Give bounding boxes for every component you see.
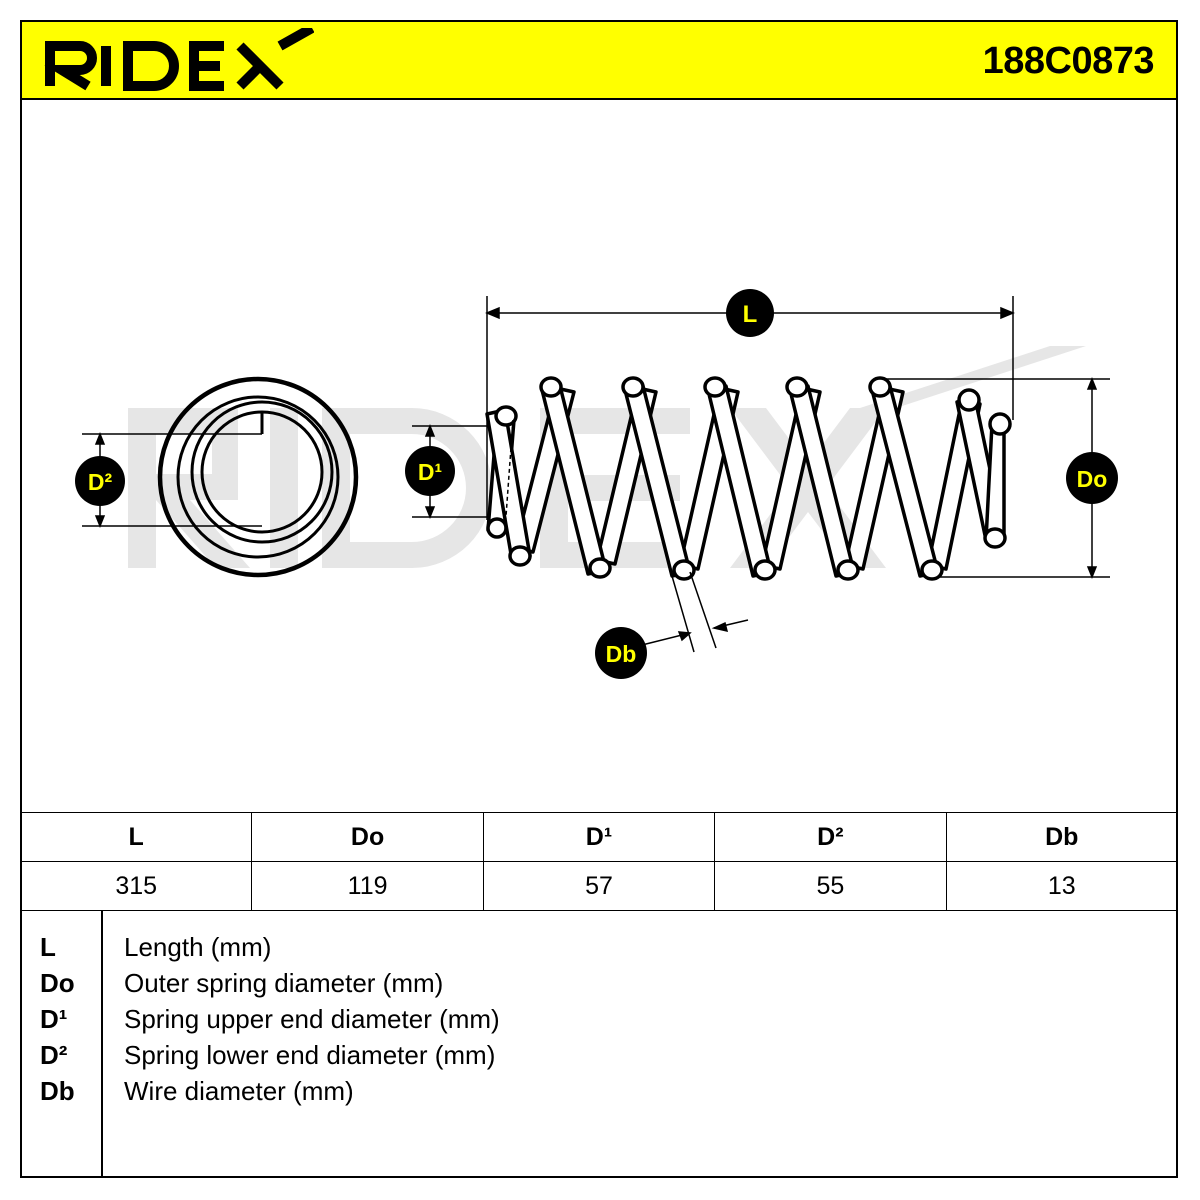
legend-symbol: D² <box>40 1040 68 1070</box>
ridex-logo <box>44 28 314 91</box>
legend-description: Spring upper end diameter (mm) <box>124 1004 500 1034</box>
svg-text:Do: Do <box>1077 466 1108 492</box>
legend-description: Spring lower end diameter (mm) <box>124 1040 496 1070</box>
legend-description: Wire diameter (mm) <box>124 1076 354 1106</box>
spec-table: L Do D¹ D² Db 315 119 57 55 13 <box>19 812 1179 911</box>
svg-text:L: L <box>743 301 758 328</box>
spec-header-row: L Do D¹ D² Db <box>19 812 1179 862</box>
legend: L Length (mm) Do Outer spring diameter (… <box>20 910 1178 1178</box>
part-number: 188C0873 <box>982 40 1155 82</box>
legend-description: Outer spring diameter (mm) <box>124 968 444 998</box>
badge-do: Do <box>1066 452 1118 504</box>
svg-text:D²: D² <box>88 469 113 495</box>
badge-d1: D¹ <box>405 446 455 496</box>
hidden-line <box>504 419 514 531</box>
spec-value-row: 315 119 57 55 13 <box>19 861 1179 911</box>
legend-symbol: Do <box>40 968 75 998</box>
badge-db: Db <box>595 627 647 679</box>
spec-header-cell: D¹ <box>482 812 716 862</box>
legend-symbol: D¹ <box>40 1004 68 1034</box>
db-dimension <box>637 571 749 653</box>
end-view <box>157 376 359 578</box>
header-bar: 188C0873 <box>20 20 1178 100</box>
spec-header-cell: L <box>19 812 253 862</box>
legend-divider <box>101 911 103 1178</box>
d2-dimension <box>82 431 262 529</box>
svg-text:Db: Db <box>606 641 637 667</box>
svg-text:D¹: D¹ <box>418 459 442 485</box>
spec-header-cell: Do <box>251 812 484 862</box>
spec-value-cell: 13 <box>945 861 1179 911</box>
spring-coils <box>485 376 1012 581</box>
spec-header-cell: D² <box>714 812 947 862</box>
badge-l: L <box>726 289 774 337</box>
spring-drawing: L Do D¹ D² Db <box>75 289 1118 679</box>
legend-symbol: L <box>40 932 56 962</box>
spec-value-cell: 57 <box>482 861 716 911</box>
spec-value-cell: 315 <box>19 861 253 911</box>
spec-value-cell: 119 <box>251 861 484 911</box>
legend-description: Length (mm) <box>124 932 272 962</box>
legend-symbol: Db <box>40 1076 75 1106</box>
spec-header-cell: Db <box>945 812 1179 862</box>
badge-d2: D² <box>75 456 125 506</box>
spec-value-cell: 55 <box>714 861 947 911</box>
